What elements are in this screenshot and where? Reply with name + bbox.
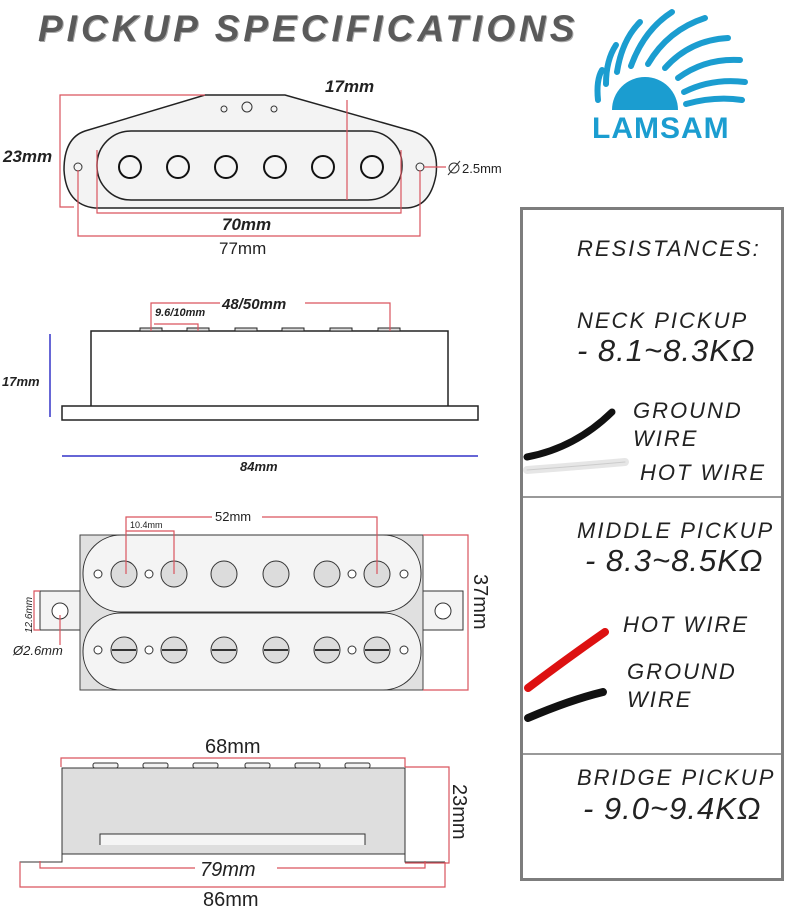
dim-pole-span: 48/50mm	[221, 296, 286, 313]
divider	[523, 496, 781, 498]
logo-sun-icon	[594, 9, 748, 110]
page-title: PICKUP SPECIFICATIONS	[38, 8, 579, 49]
neck-wire-hot: HOT WIRE	[640, 460, 766, 485]
middle-label: MIDDLE PICKUP	[577, 518, 775, 543]
middle-wire-ground: GROUND	[627, 659, 737, 684]
middle-wires-icon	[524, 628, 609, 722]
dim-side-length: 84mm	[240, 459, 278, 474]
dim-height: 23mm	[2, 147, 52, 166]
bridge-label: BRIDGE PICKUP	[577, 765, 776, 790]
diameter-icon	[448, 162, 460, 174]
neck-label: NECK PICKUP	[577, 308, 749, 333]
dim-hb-pole-spacing: 10.4mm	[130, 520, 163, 530]
dim-bobbin-width: 17mm	[325, 77, 374, 96]
neck-wire-ground: GROUND	[633, 398, 743, 423]
humbucker-side-view: 68mm 23mm 79mm 86mm	[19, 736, 470, 909]
neck-wire-ground-2: WIRE	[633, 426, 699, 451]
single-coil-top-view: 23mm 17mm 70mm 77mm 2.5mm	[2, 77, 502, 258]
dim-hb-hole-spacing: 79mm	[200, 859, 256, 881]
neck-wires-icon	[523, 408, 629, 474]
neck-value: - 8.1~8.3KΩ	[577, 333, 756, 368]
humbucker-top-view: 52mm 10.4mm 37mm 12.6mm Ø2.6mm	[12, 509, 491, 691]
dim-hb-hole: Ø2.6mm	[12, 643, 63, 658]
divider	[523, 753, 781, 755]
dim-hb-length: 86mm	[203, 889, 259, 909]
middle-value: - 8.3~8.5KΩ	[585, 543, 764, 578]
dim-hole-diameter: 2.5mm	[462, 161, 502, 176]
dim-cover-length: 68mm	[205, 736, 261, 758]
dim-side-height: 17mm	[2, 374, 40, 389]
bridge-value: - 9.0~9.4KΩ	[583, 791, 762, 826]
dim-tab-width: 12.6mm	[24, 597, 35, 633]
dim-bobbin-length: 70mm	[222, 215, 271, 234]
dim-hb-pole-span: 52mm	[215, 509, 251, 524]
dim-pole-spacing: 9.6/10mm	[155, 307, 205, 319]
dim-hole-spacing: 77mm	[219, 239, 266, 258]
single-coil-side-view: 48/50mm 9.6/10mm 17mm 84mm	[2, 296, 479, 474]
middle-wire-hot: HOT WIRE	[623, 612, 749, 637]
dim-hb-width: 37mm	[469, 574, 491, 630]
resistances-panel: RESISTANCES: NECK PICKUP - 8.1~8.3KΩ GRO…	[520, 207, 784, 881]
diameter-slash	[447, 160, 461, 176]
dim-hb-height: 23mm	[448, 784, 470, 840]
middle-wire-ground-2: WIRE	[627, 687, 693, 712]
brand-logo: LAMSAM	[592, 112, 730, 145]
resistances-heading: RESISTANCES:	[577, 236, 761, 261]
